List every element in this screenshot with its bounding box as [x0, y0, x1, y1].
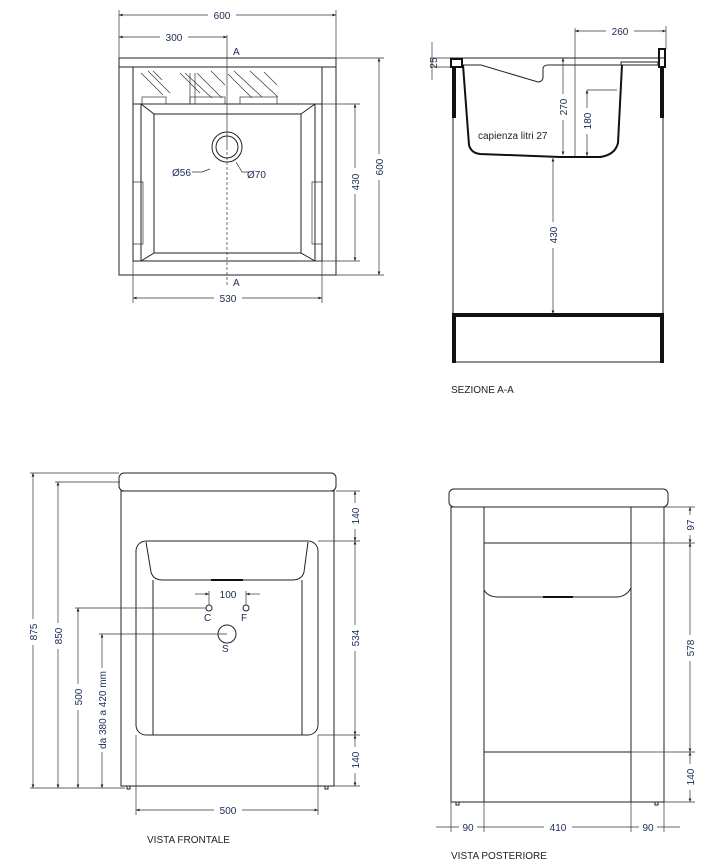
dim-bowl-depth: 270 — [559, 98, 570, 115]
label-hot: C — [204, 613, 211, 624]
hot-water-inlet — [205, 604, 213, 612]
dim-rear-center: 410 — [550, 823, 567, 834]
dim-rear-panel: 578 — [686, 639, 697, 656]
dim-rear-bottom: 140 — [686, 768, 697, 785]
dim-drain-range: da 380 a 420 mm — [98, 671, 109, 749]
rear-view: 97 578 140 90 410 90 VISTA POSTERIORE — [436, 488, 697, 862]
dim-rear-right: 90 — [642, 823, 654, 834]
dim-tap-spacing: 100 — [220, 590, 237, 601]
dim-total-height: 875 — [29, 623, 40, 640]
section-title: SEZIONE A-A — [451, 385, 514, 396]
dim-back: 260 — [612, 27, 629, 38]
dim-top-band: 140 — [351, 507, 362, 524]
section-view: 25 260 270 180 capienza litri 27 430 SEZ… — [429, 24, 667, 396]
dim-opening-width: 500 — [220, 806, 237, 817]
dim-rear-left: 90 — [462, 823, 474, 834]
dim-drain-outer: Ø70 — [247, 170, 266, 181]
dim-under: 430 — [549, 226, 560, 243]
dim-depth: 600 — [375, 158, 386, 175]
section-mark-top: A — [233, 47, 240, 58]
label-cold: F — [241, 613, 247, 624]
dim-front-depth: 180 — [583, 112, 594, 129]
top-view: 600 300 A A Ø56 Ø70 430 600 530 — [118, 8, 386, 305]
dim-basin-depth: 430 — [351, 173, 362, 190]
front-view-title: VISTA FRONTALE — [147, 835, 230, 846]
capacity-label: capienza litri 27 — [478, 131, 548, 142]
dim-basin-width: 530 — [220, 294, 237, 305]
dim-height: 850 — [54, 627, 65, 644]
front-view: C F S 100 875 850 500 da 380 a 420 mm 14… — [27, 472, 362, 846]
cold-water-inlet — [242, 604, 250, 612]
dim-rear-top: 97 — [686, 519, 697, 531]
dim-width: 600 — [214, 11, 231, 22]
dim-supply-height: 500 — [74, 688, 85, 705]
dim-bottom-band: 140 — [351, 751, 362, 768]
dim-half: 300 — [166, 33, 183, 44]
grille — [140, 70, 279, 105]
dim-rim: 25 — [429, 57, 440, 69]
rear-view-title: VISTA POSTERIORE — [451, 851, 547, 862]
label-drain: S — [222, 644, 229, 655]
dim-opening-height: 534 — [351, 629, 362, 646]
section-mark-bottom: A — [233, 278, 240, 289]
dim-drain-inner: Ø56 — [172, 168, 191, 179]
